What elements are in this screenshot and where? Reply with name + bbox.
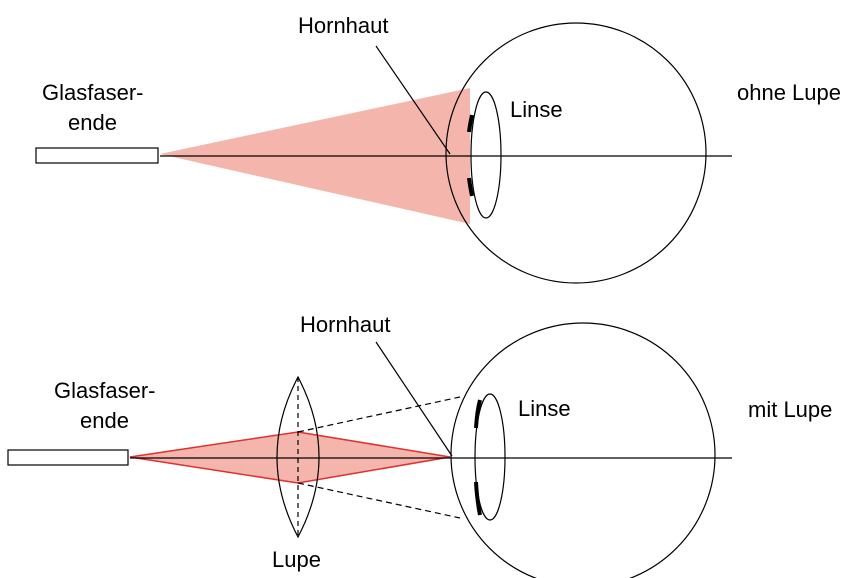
- top-cornea-pointer: [375, 45, 451, 155]
- top-eye-lens: [470, 91, 502, 219]
- bottom-fiber-end: [7, 449, 129, 466]
- top-fiber-label-line1: Glasfaser-: [42, 80, 143, 105]
- bottom-case-label: mit Lupe: [748, 397, 832, 422]
- bottom-cornea-pointer: [375, 341, 453, 457]
- top-fiber-label-line2: ende: [68, 110, 117, 135]
- bottom-fiber-label-line2: ende: [80, 408, 129, 433]
- bottom-eyeball: [450, 322, 716, 578]
- top-lens-label: Linse: [510, 97, 563, 122]
- bottom-virtual-ray-upper: [297, 396, 461, 433]
- bottom-iris-lower: [474, 481, 482, 516]
- bottom-eye-lens: [474, 393, 506, 521]
- top-case-label: ohne Lupe: [737, 80, 841, 105]
- top-iris-upper: [467, 114, 474, 133]
- top-cornea-label: Hornhaut: [298, 13, 389, 38]
- bottom-iris-upper: [474, 399, 482, 429]
- magnifier-label: Lupe: [272, 547, 321, 572]
- bottom-fiber-label-line1: Glasfaser-: [54, 378, 155, 403]
- bottom-cornea-label: Hornhaut: [300, 312, 391, 337]
- top-fiber-end: [35, 147, 159, 164]
- top-iris-lower: [467, 177, 474, 197]
- magnifier-lens: [276, 375, 320, 539]
- bottom-virtual-ray-lower: [297, 482, 461, 519]
- bottom-lens-label: Linse: [518, 396, 571, 421]
- bottom-panel: Glasfaser- ende Hornhaut Linse mit Lupe …: [7, 312, 832, 578]
- top-eyeball: [445, 22, 707, 284]
- top-panel: Glasfaser- ende Hornhaut Linse ohne Lupe: [35, 13, 841, 284]
